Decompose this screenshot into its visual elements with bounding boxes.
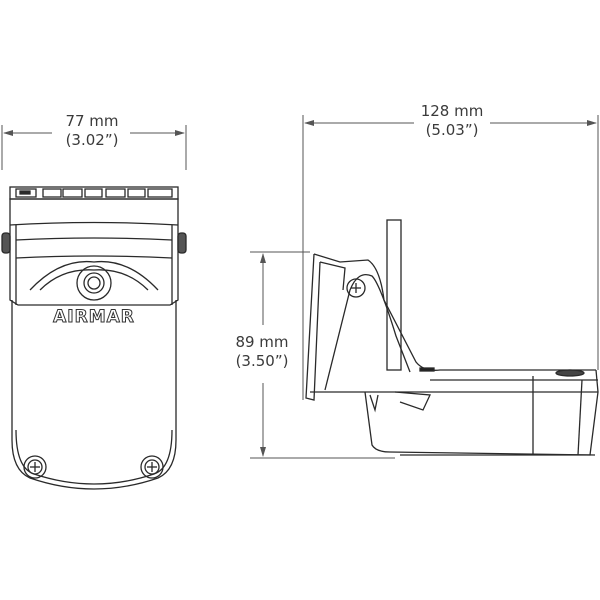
brand-logo: AIRMAR bbox=[53, 307, 135, 328]
screw-left-icon bbox=[23, 455, 47, 479]
height-dimension-label: 89 mm (3.50”) bbox=[224, 333, 300, 371]
width-imperial: (3.02”) bbox=[65, 131, 119, 149]
side-view bbox=[250, 115, 599, 459]
width-metric: 77 mm bbox=[65, 112, 119, 130]
front-view bbox=[1, 125, 187, 490]
length-dimension-label: 128 mm (5.03”) bbox=[414, 102, 490, 140]
length-metric: 128 mm bbox=[420, 102, 484, 120]
side-dimension-lines bbox=[250, 115, 599, 459]
length-imperial: (5.03”) bbox=[425, 121, 479, 139]
height-metric: 89 mm bbox=[235, 333, 289, 351]
width-dimension-label: 77 mm (3.02”) bbox=[54, 112, 130, 150]
height-imperial: (3.50”) bbox=[235, 352, 289, 370]
screw-right-icon bbox=[140, 455, 164, 479]
width-dimension-lines bbox=[1, 125, 187, 170]
